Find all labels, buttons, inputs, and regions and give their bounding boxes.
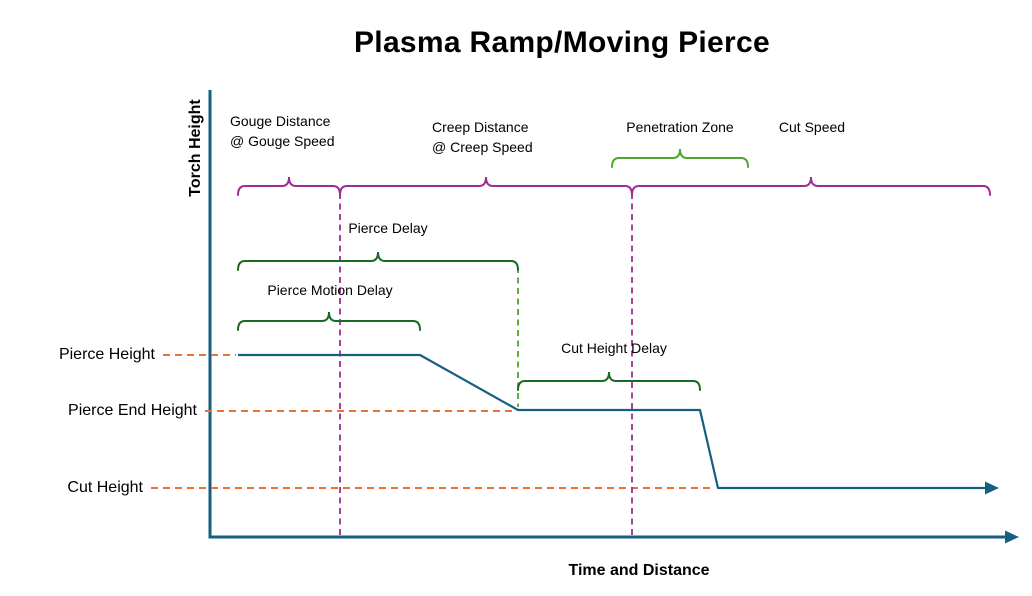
- cut-speed-brace: [631, 176, 991, 196]
- label-cut-height-delay: Cut Height Delay: [561, 340, 667, 356]
- label-penetration-zone: Penetration Zone: [626, 119, 734, 135]
- cut-height-delay-brace: [517, 371, 701, 391]
- x-axis-label: Time and Distance: [568, 562, 710, 579]
- label-creep-distance: Creep Distance @ Creep Speed: [432, 117, 533, 157]
- pierce-motion-delay-brace: [237, 311, 421, 331]
- torch-height-profile: [238, 353, 986, 490]
- label-gouge-distance: Gouge Distance @ Gouge Speed: [230, 111, 335, 151]
- label-pierce-delay: Pierce Delay: [348, 220, 428, 236]
- axes-lines: [208, 90, 1006, 539]
- label-creep-distance-line1: Creep Distance: [432, 119, 529, 135]
- label-pierce-height: Pierce Height: [58, 346, 155, 363]
- label-gouge-distance-line2: @ Gouge Speed: [230, 133, 335, 149]
- label-creep-distance-line2: @ Creep Speed: [432, 139, 533, 155]
- label-gouge-distance-line1: Gouge Distance: [230, 113, 331, 129]
- y-axis-label: Torch Height: [187, 99, 204, 197]
- label-cut-speed: Cut Speed: [778, 119, 846, 135]
- creep-distance-brace: [339, 176, 633, 196]
- label-cut-height: Cut Height: [67, 479, 143, 496]
- pierce-delay-brace: [237, 251, 519, 271]
- label-pierce-end-height: Pierce End Height: [68, 402, 197, 419]
- profile-arrowhead: [985, 481, 999, 495]
- penetration-zone-brace: [611, 148, 749, 168]
- diagram-title: Plasma Ramp/Moving Pierce: [354, 26, 770, 59]
- x-axis-arrowhead: [1005, 530, 1019, 544]
- gouge-distance-brace: [237, 176, 341, 196]
- label-pierce-motion-delay: Pierce Motion Delay: [267, 282, 393, 298]
